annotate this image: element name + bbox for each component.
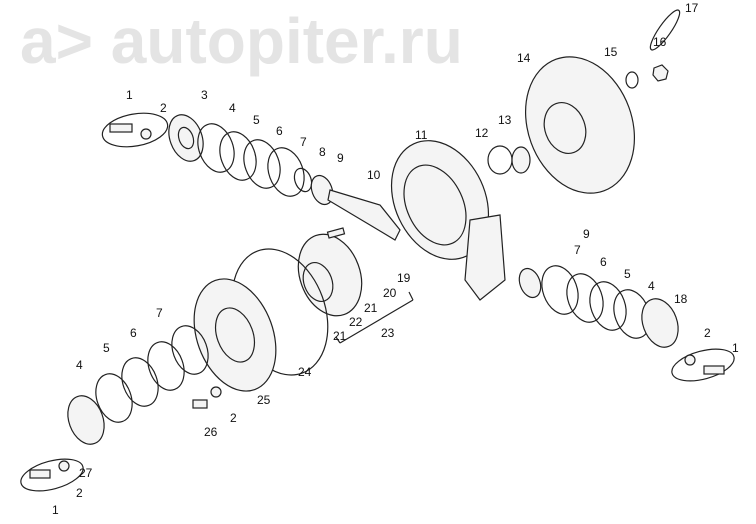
callout-17: 17 xyxy=(685,1,699,15)
callout-5: 5 xyxy=(253,113,260,127)
callout-8: 8 xyxy=(319,145,326,159)
callout-26: 26 xyxy=(204,425,218,439)
callout-21: 21 xyxy=(364,301,378,315)
gaskets-bottom-left xyxy=(67,325,209,445)
callout-18: 18 xyxy=(674,292,688,306)
callout-7-right: 7 xyxy=(574,243,581,257)
callout-2-right: 2 xyxy=(704,326,711,340)
pinion-shaft xyxy=(327,189,401,241)
callout-2: 2 xyxy=(160,101,167,115)
callout-15: 15 xyxy=(604,45,618,59)
callout-11: 11 xyxy=(415,128,428,142)
callout-24: 24 xyxy=(298,365,312,379)
callout-23: 23 xyxy=(381,326,395,340)
callout-1-right: 1 xyxy=(732,341,739,355)
bolt-callout-oval xyxy=(671,348,735,382)
brake-drum xyxy=(524,56,636,194)
callout-4: 4 xyxy=(229,101,236,115)
callout-1-bl: 1 xyxy=(52,503,59,517)
callout-12: 12 xyxy=(475,126,489,140)
callout-6-bl: 6 xyxy=(130,326,137,340)
callout-16: 16 xyxy=(653,35,667,49)
callout-9: 9 xyxy=(337,151,344,165)
gaskets-top-left xyxy=(197,123,334,206)
bolt-callout-oval xyxy=(101,112,169,148)
callout-4-right: 4 xyxy=(648,279,655,293)
callout-6-right: 6 xyxy=(600,255,607,269)
callout-5-right: 5 xyxy=(624,267,631,281)
bolt-callout-oval xyxy=(20,458,84,492)
callout-13: 13 xyxy=(498,113,512,127)
callout-1: 1 xyxy=(126,88,133,102)
nut-16 xyxy=(652,64,669,82)
cover-25 xyxy=(193,278,277,392)
callout-19: 19 xyxy=(397,271,411,285)
callout-27: 27 xyxy=(79,466,93,480)
callout-21b: 21 xyxy=(333,329,347,343)
callout-25: 25 xyxy=(257,393,271,407)
callout-9-right: 9 xyxy=(583,227,590,241)
callout-4-bl: 4 xyxy=(76,358,83,372)
ring-12 xyxy=(487,145,513,175)
flange xyxy=(168,114,204,162)
callout-10: 10 xyxy=(367,168,381,182)
bolt xyxy=(109,123,133,133)
cotter-pin-callout xyxy=(649,9,681,51)
callout-5-bl: 5 xyxy=(103,341,110,355)
callout-2-bl: 2 xyxy=(76,486,83,500)
washer-15 xyxy=(625,71,639,89)
callout-14: 14 xyxy=(517,51,531,65)
callout-22: 22 xyxy=(349,315,363,329)
bearing-13 xyxy=(511,146,531,174)
callout-2-mid: 2 xyxy=(230,411,237,425)
watermark: a> autopiter.ru xyxy=(20,5,463,77)
callout-20: 20 xyxy=(383,286,397,300)
callout-7: 7 xyxy=(300,135,307,149)
callout-3: 3 xyxy=(201,88,208,102)
callout-6: 6 xyxy=(276,124,283,138)
seal-right xyxy=(518,267,542,299)
callout-7-bl: 7 xyxy=(156,306,163,320)
washer xyxy=(140,128,152,140)
gaskets-right xyxy=(541,265,679,348)
